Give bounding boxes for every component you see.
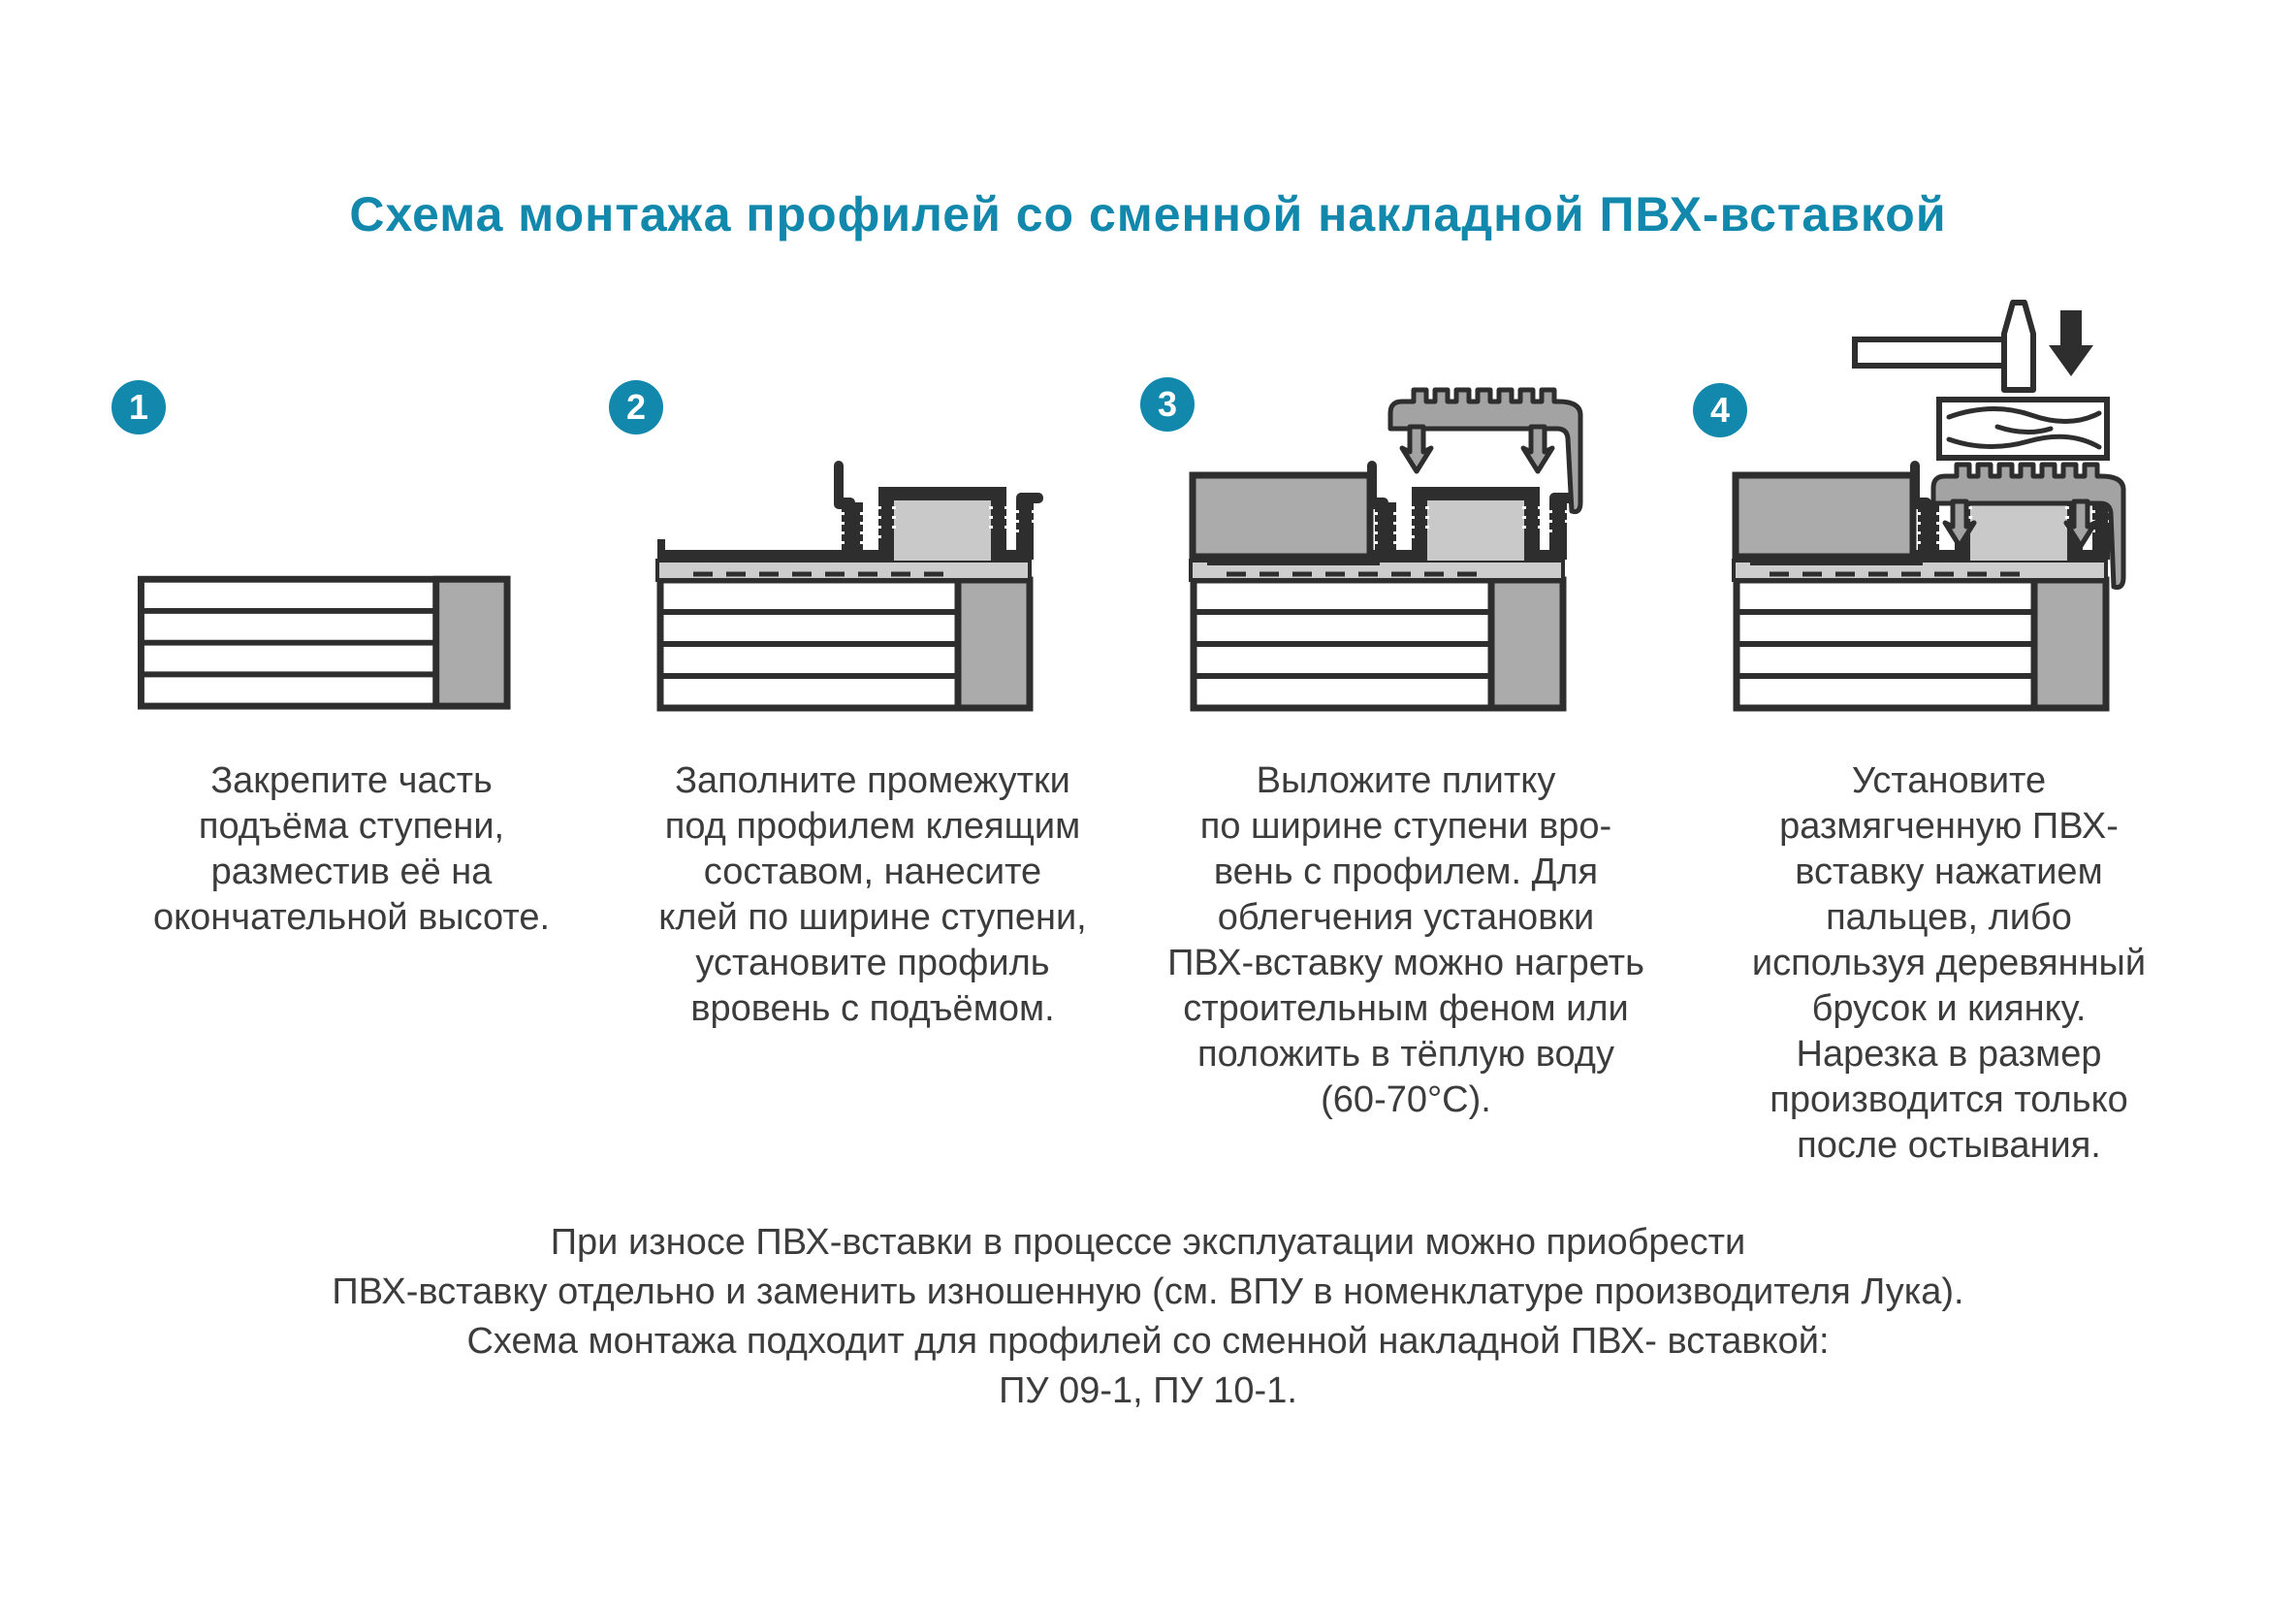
step-3: 3 Выложите плитку по ширине ступени вро-… [1134,0,1677,1608]
arrow-down-icon [2049,310,2093,376]
tile-and-pvc-insert-icon [1134,281,1677,718]
wood-block-icon [1939,400,2107,458]
step-3-number-badge: 3 [1140,377,1195,432]
footer-note: При износе ПВХ-вставки в процессе эксплу… [332,1222,1964,1411]
step-4-caption: Установите размягченную ПВХ- вставку наж… [1751,760,2147,1166]
step-2: 2 Заполните промежутки под профилем клея… [601,0,1144,1608]
stair-riser-icon [82,281,621,718]
hammer-icon [1855,303,2033,390]
step-1: 1 Закрепите часть подъёма ступени, разме… [82,0,621,1608]
page-title: Схема монтажа профилей со сменной наклад… [349,187,1947,241]
step-2-number-badge: 2 [609,380,663,434]
step-4-number-badge: 4 [1693,383,1747,437]
step-4: 4 Установите размягченную ПВХ- вставку н… [1677,0,2220,1608]
step-1-caption: Закрепите часть подъёма ступени, размест… [152,760,551,938]
mallet-wood-block-install-icon [1677,281,2220,718]
step-2-caption: Заполните промежутки под профилем клеящи… [658,760,1087,1029]
step-3-caption: Выложите плитку по ширине ступени вро- в… [1167,760,1644,1120]
step-1-number-badge: 1 [112,380,166,434]
profile-glued-on-stair-icon [601,461,1043,718]
